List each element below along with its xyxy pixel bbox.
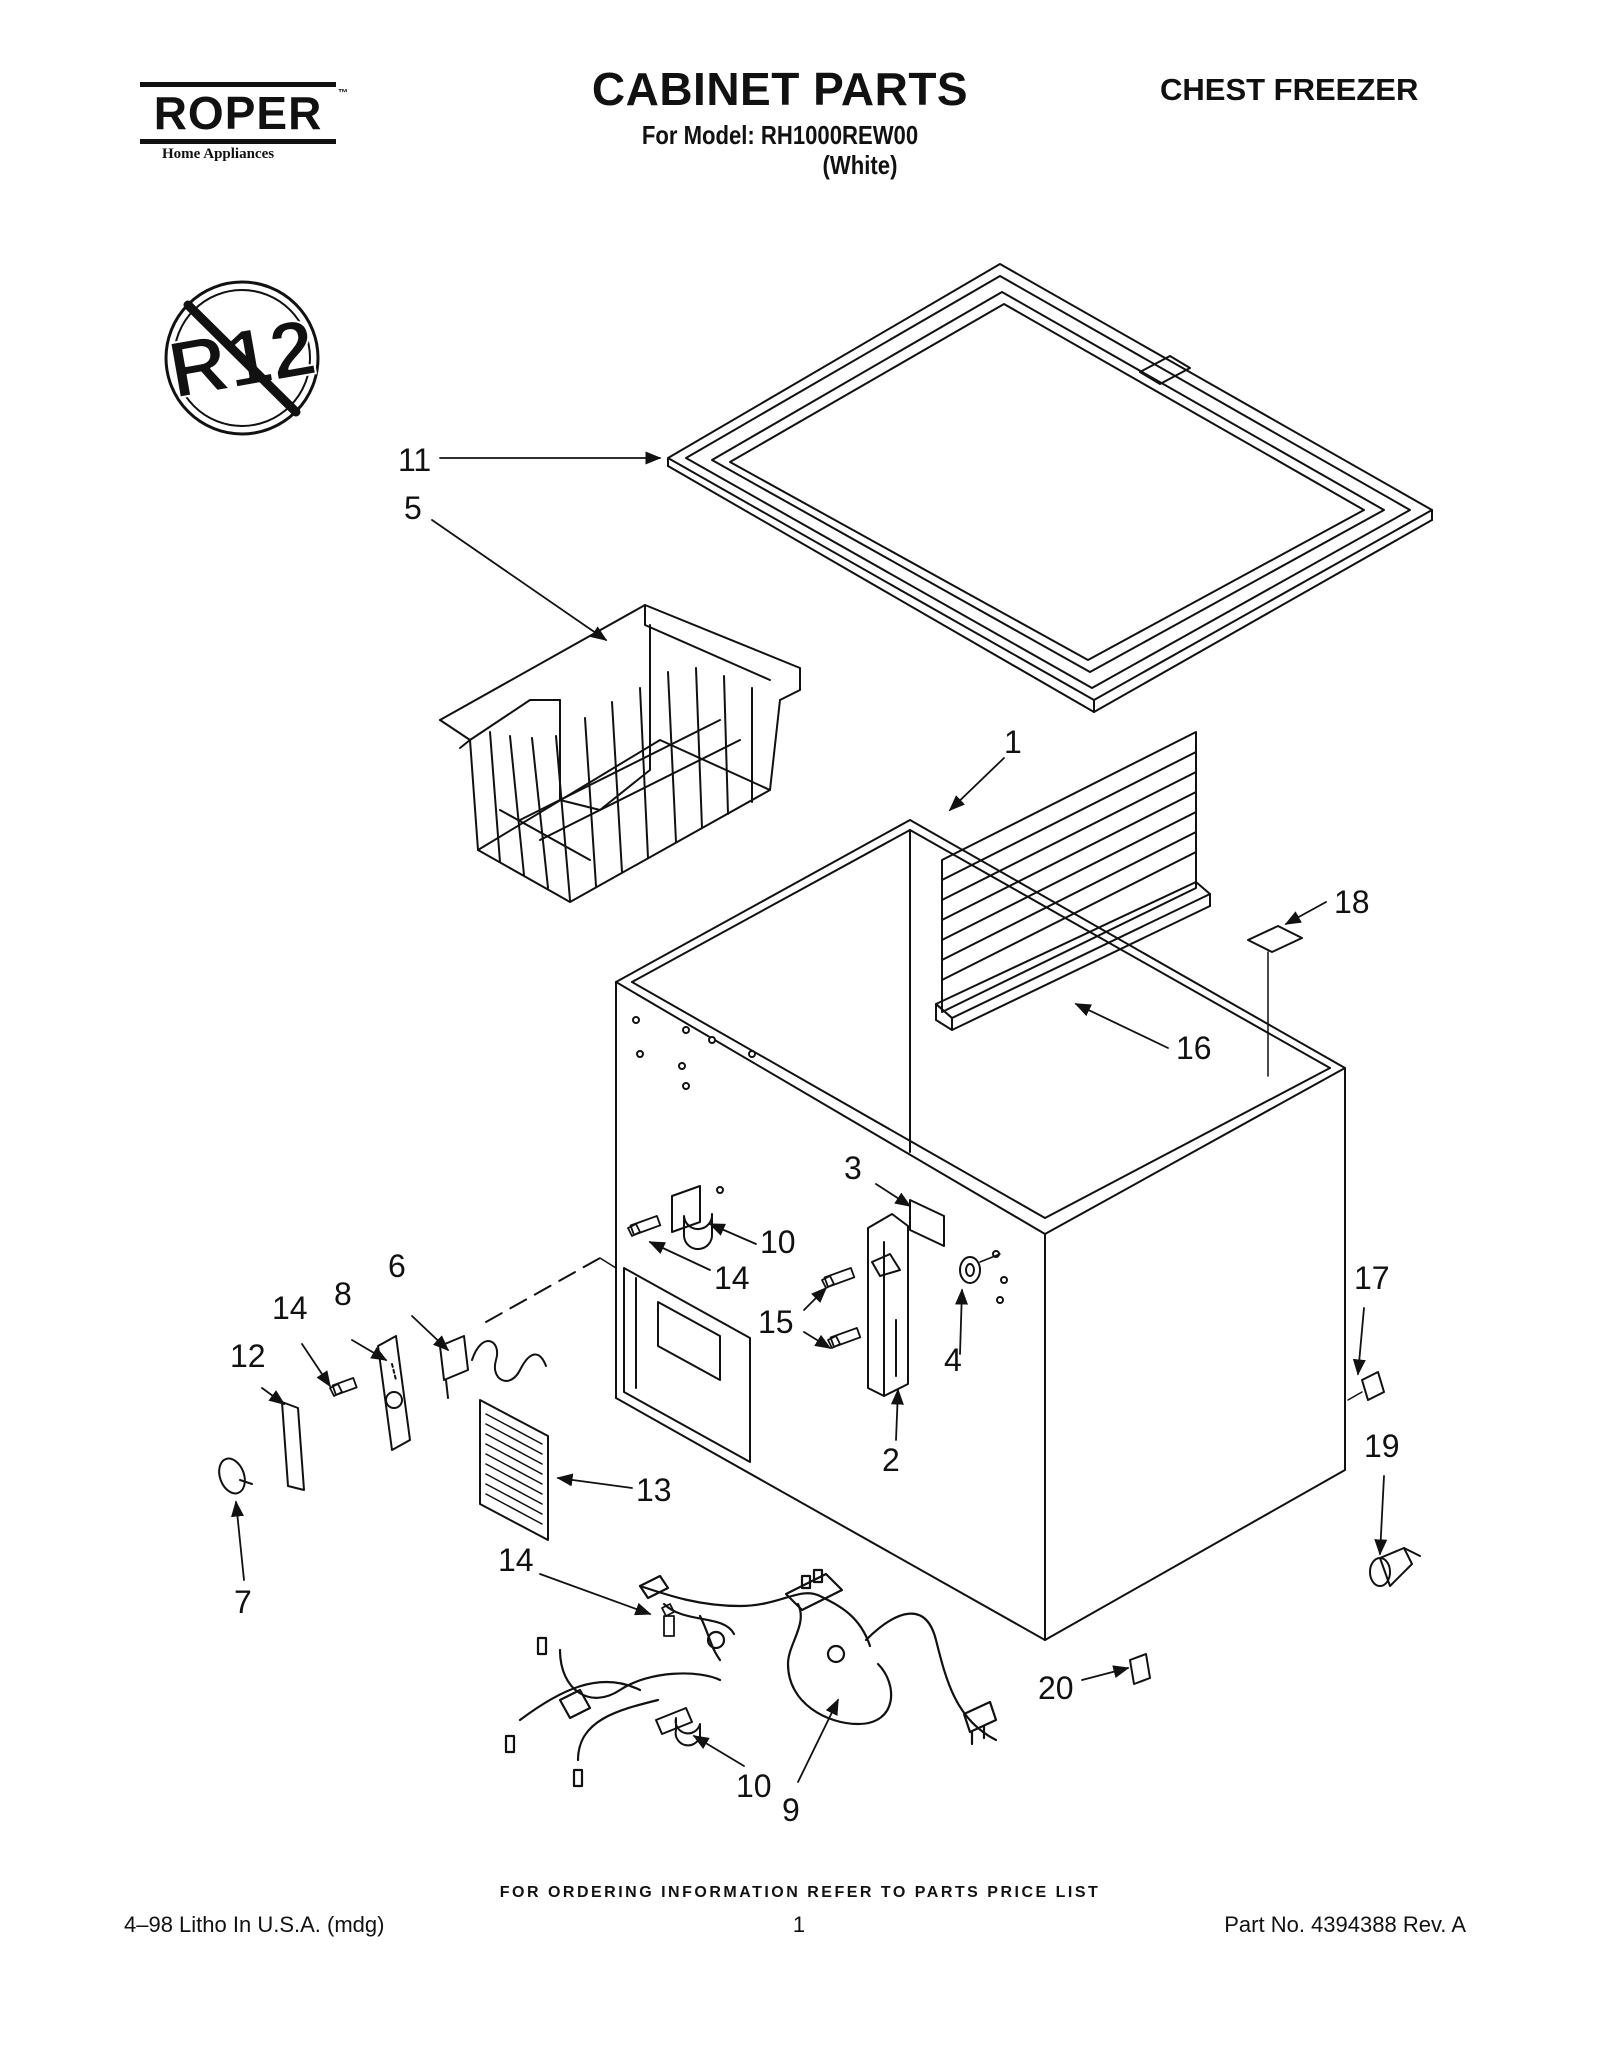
vent-grille: [479, 1399, 549, 1541]
cord-clip: [1129, 1653, 1151, 1685]
logo-trademark: ™: [338, 88, 348, 99]
part-number: Part No. 4394388 Rev. A: [1224, 1912, 1466, 1937]
screws: [329, 1215, 862, 1637]
model-number: For Model: RH1000REW00: [641, 120, 919, 150]
callout-18: 18: [1334, 884, 1370, 920]
callout-19: 19: [1364, 1428, 1400, 1464]
callout-1: 1: [1004, 724, 1022, 760]
callout-16: 16: [1176, 1030, 1212, 1066]
callout-14-upper: 14: [714, 1260, 750, 1296]
callout-3: 3: [844, 1150, 862, 1186]
page-number: 1: [792, 1912, 806, 1937]
callout-11: 11: [398, 442, 432, 478]
hinge-bushing: [959, 1253, 1001, 1284]
wire-basket: [439, 604, 801, 903]
callout-4: 4: [944, 1342, 962, 1378]
no-r12-badge: R12: [161, 280, 323, 436]
callout-10-upper: 10: [760, 1224, 796, 1260]
thermostat: [439, 1257, 617, 1399]
litho-info: 4–98 Litho In U.S.A. (mdg): [124, 1912, 385, 1937]
wire-clamp-lower: [655, 1707, 701, 1747]
cabinet-divider: [935, 731, 1211, 1031]
callout-10-lower: 10: [736, 1768, 772, 1804]
callout-14-left: 14: [272, 1290, 308, 1326]
callout-12: 12: [230, 1338, 266, 1374]
callout-15: 15: [758, 1304, 794, 1340]
thermostat-knob: [218, 1457, 253, 1495]
model-color: (White): [822, 150, 898, 180]
control-plate: [377, 1335, 411, 1451]
callout-9: 9: [782, 1792, 800, 1828]
ordering-note: FOR ORDERING INFORMATION REFER TO PARTS …: [499, 1884, 1101, 1901]
callout-6: 6: [388, 1248, 406, 1284]
freezer-cabinet: [615, 819, 1346, 1641]
callout-leaders: [231, 451, 1388, 1783]
callout-2: 2: [882, 1442, 900, 1478]
drain-plug: [1369, 1547, 1421, 1587]
tubing-clamp: [671, 1185, 724, 1251]
callout-8: 8: [334, 1276, 352, 1312]
callout-14-lower: 14: [498, 1542, 534, 1578]
callout-13: 13: [636, 1472, 672, 1508]
serial-label: [1247, 925, 1303, 953]
callout-7: 7: [234, 1584, 252, 1620]
drain-clip: [1361, 1371, 1385, 1401]
callout-20: 20: [1038, 1670, 1074, 1706]
logo-tagline: Home Appliances: [162, 146, 275, 162]
roper-logo: ROPER ™ Home Appliances: [140, 76, 350, 162]
wiring-harness: [504, 1568, 998, 1788]
callout-17: 17: [1354, 1260, 1390, 1296]
callout-5: 5: [404, 490, 422, 526]
logo-wordmark: ROPER: [140, 82, 336, 144]
lid-hinge: [867, 1199, 945, 1397]
lid-gasket: [667, 263, 1433, 713]
page-title: CABINET PARTS: [591, 63, 969, 115]
light-shield: [281, 1401, 305, 1491]
product-type: CHEST FREEZER: [1160, 72, 1419, 107]
